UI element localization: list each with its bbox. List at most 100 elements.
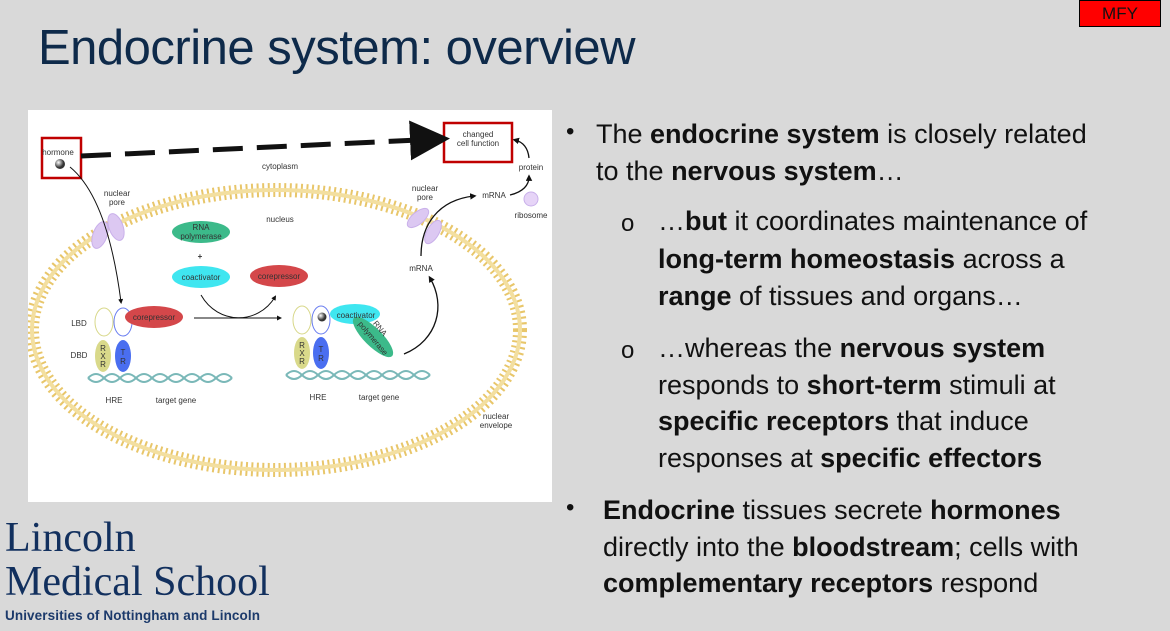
bold-term: but (685, 206, 727, 236)
diagram-label: hormone (42, 148, 74, 157)
diagram-label: R (120, 357, 126, 366)
text-segment: across a (955, 244, 1065, 274)
diagram-label: R (299, 357, 305, 366)
diagram-label: coactivator (182, 273, 221, 282)
diagram-label: corepressor (258, 272, 301, 281)
bullet-text-line: to the nervous system… (596, 155, 904, 187)
nuclear-pore-right (406, 207, 442, 245)
diagram-label: R (100, 360, 106, 369)
diagram-label: envelope (480, 421, 513, 430)
diagram-label: X (100, 352, 106, 361)
bullet-text-line: specific receptors that induce (658, 405, 1029, 437)
diagram-label: nucleus (266, 215, 294, 224)
dashed-arrow (80, 120, 450, 161)
diagram-label: corepressor (133, 313, 176, 322)
text-segment: of tissues and organs… (731, 281, 1023, 311)
diagram-label: RNA (193, 223, 211, 232)
diagram-label: R (100, 344, 106, 353)
text-segment: tissues secrete (735, 495, 931, 525)
bold-term: Endocrine (603, 495, 736, 525)
text-segment: responses at (658, 443, 821, 473)
diagram-label: X (299, 349, 305, 358)
diagram-label: polymerase (180, 232, 222, 241)
diagram-label: HRE (310, 393, 327, 402)
logo-line-2: Medical School (5, 559, 270, 605)
bullet-marker: • (566, 118, 575, 145)
diagram-label: mRNA (409, 264, 433, 273)
bullet-text-line: long-term homeostasis across a (658, 243, 1065, 275)
diagram-label: DBD (71, 351, 88, 360)
dna-right (285, 370, 431, 380)
logo-subtitle: Universities of Nottingham and Lincoln (5, 608, 261, 623)
text-segment: that induce (889, 406, 1029, 436)
slide-title: Endocrine system: overview (38, 21, 636, 75)
diagram-label: protein (519, 163, 543, 172)
text-segment: is closely related (879, 119, 1087, 149)
ribosome (523, 191, 539, 207)
mfy-badge: MFY (1079, 0, 1161, 27)
text-segment: responds to (658, 370, 807, 400)
bold-term: nervous system (839, 333, 1046, 363)
text-segment: directly into the (603, 532, 793, 562)
diagram-label: target gene (156, 396, 197, 405)
text-segment: stimuli at (941, 370, 1056, 400)
hormone-highlight-box (40, 136, 83, 180)
diagram-label: cytoplasm (262, 162, 298, 171)
diagram-label: pore (417, 193, 434, 202)
bullet-text-line: complementary receptors respond (603, 567, 1038, 599)
bold-term: complementary receptors (603, 568, 934, 598)
dna-left (87, 373, 233, 383)
diagram-label: LBD (71, 319, 87, 328)
bullet-text-line: Endocrine tissues secrete hormones (603, 494, 1061, 526)
diagram-label: R (318, 354, 324, 363)
bold-term: range (658, 281, 732, 311)
diagram-label: nuclear (483, 412, 510, 421)
nuclear-pore-left (91, 213, 125, 249)
text-segment: … (876, 156, 904, 186)
nuclear-envelope-membrane (28, 183, 527, 477)
diagram-label: ribosome (515, 211, 548, 220)
bold-term: specific effectors (820, 443, 1043, 473)
diagram-label: nuclear (104, 189, 131, 198)
diagram-label: changed (463, 130, 494, 139)
lincoln-medical-school-logo: Lincoln Medical School Universities of N… (5, 516, 270, 623)
diagram-label: + (198, 252, 203, 261)
endocrine-diagram: hormone changed cell function cytoplasm … (28, 110, 552, 502)
logo-line-1: Lincoln (5, 515, 136, 561)
text-segment: it coordinates maintenance of (726, 206, 1088, 236)
sub-bullet-marker: o (621, 210, 635, 237)
bullet-text-line: …but it coordinates maintenance of (658, 205, 1087, 237)
diagram-label: mRNA (482, 191, 506, 200)
text-segment: The (596, 119, 651, 149)
bullet-text-line: directly into the bloodstream; cells wit… (603, 531, 1079, 563)
text-segment: to the (596, 156, 672, 186)
bullet-marker: • (566, 494, 575, 521)
bold-term: nervous system (671, 156, 877, 186)
bullet-text-line: responses at specific effectors (658, 442, 1042, 474)
diagram-label: T (121, 348, 126, 357)
diagram-label: T (319, 345, 324, 354)
bullet-text-line: range of tissues and organs… (658, 280, 1023, 312)
hormone-ball (55, 159, 65, 169)
text-segment: …whereas the (658, 333, 840, 363)
diagram-label: nuclear (412, 184, 439, 193)
bold-term: long-term homeostasis (658, 244, 956, 274)
bullet-text-line: The endocrine system is closely related (596, 118, 1087, 150)
diagram-label: pore (109, 198, 126, 207)
diagram-label: R (299, 341, 305, 350)
bold-term: specific receptors (658, 406, 890, 436)
bold-term: short-term (806, 370, 942, 400)
bullet-text-line: …whereas the nervous system (658, 332, 1045, 364)
bold-term: bloodstream (792, 532, 955, 562)
text-segment: respond (933, 568, 1039, 598)
diagram-label: HRE (106, 396, 123, 405)
diagram-label: coactivator (337, 311, 376, 320)
text-segment: ; cells with (954, 532, 1079, 562)
bold-term: hormones (930, 495, 1061, 525)
bold-term: endocrine system (650, 119, 880, 149)
text-segment: … (658, 206, 685, 236)
sub-bullet-marker: o (621, 337, 635, 364)
diagram-label: cell function (457, 139, 499, 148)
bullet-text-line: responds to short-term stimuli at (658, 369, 1056, 401)
diagram-label: target gene (359, 393, 400, 402)
